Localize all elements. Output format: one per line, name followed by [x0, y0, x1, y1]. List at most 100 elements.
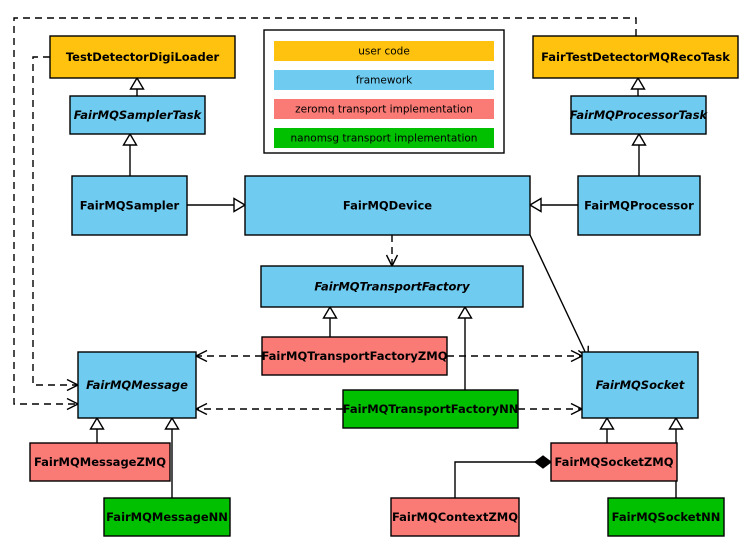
class-name-label: FairMQTransportFactoryZMQ [261, 349, 447, 363]
edge-line [529, 234, 589, 359]
class-name-label: FairMQMessageNN [106, 510, 228, 524]
class-name-label: FairMQDevice [343, 199, 432, 213]
inheritance-arrowhead [528, 197, 542, 213]
edge-inherit-sampler-to-samplertask [122, 132, 138, 176]
class-name-label: FairMQSamplerTask [74, 108, 203, 122]
legend-item-3: nanomsg transport implementation [274, 128, 494, 148]
class-name-label: FairMQProcessorTask [570, 108, 709, 122]
edge-inherit-processor-to-processortask [631, 132, 647, 176]
class-node-fairmqsocket[interactable]: FairMQSocket [581, 351, 699, 419]
class-box[interactable] [77, 351, 197, 419]
class-box[interactable] [103, 497, 231, 537]
class-node-fairmqprocessortask[interactable]: FairMQProcessorTask [570, 95, 709, 135]
class-box[interactable] [49, 35, 236, 79]
edge-inherit-messagenn-to-message [164, 416, 180, 498]
class-box[interactable] [607, 497, 725, 537]
edge-compose-socketzmq-to-contextzmq [454, 455, 552, 498]
legend-item-1: framework [274, 70, 494, 90]
inheritance-arrowhead [599, 416, 615, 430]
class-node-fairmqdevice[interactable]: FairMQDevice [244, 175, 531, 236]
class-node-fairmqtransportfactory[interactable]: FairMQTransportFactory [260, 265, 524, 308]
legend-label: framework [356, 75, 413, 87]
color-legend: user code framework zeromq transport imple… [263, 29, 505, 154]
class-box[interactable] [244, 175, 531, 236]
inheritance-arrowhead [630, 76, 646, 90]
class-node-fairmqmessagezmq[interactable]: FairMQMessageZMQ [29, 442, 171, 482]
legend-swatch [274, 99, 494, 119]
class-node-fairmqsampler[interactable]: FairMQSampler [71, 175, 188, 236]
edge-assoc-device-to-socket [529, 234, 589, 360]
class-box[interactable] [260, 265, 524, 308]
class-box[interactable] [581, 351, 699, 419]
class-node-fairmqsamplertask[interactable]: FairMQSamplerTask [69, 95, 206, 135]
legend-swatch [274, 128, 494, 148]
class-node-fairmqcontextzmq[interactable]: FairMQContextZMQ [390, 497, 520, 537]
class-node-fairmqsocketzmq[interactable]: FairMQSocketZMQ [550, 442, 678, 482]
class-name-label: TestDetectorDigiLoader [66, 50, 220, 64]
class-name-label: FairMQSocketZMQ [555, 455, 674, 469]
class-node-fairmqtransportfactorynn[interactable]: FairMQTransportFactoryNN [342, 389, 519, 429]
class-box[interactable] [577, 175, 701, 236]
class-node-fairmqmessagenn[interactable]: FairMQMessageNN [103, 497, 231, 537]
legend-swatch [274, 70, 494, 90]
class-node-fairtestdetectormqrecotask[interactable]: FairTestDetectorMQRecoTask [532, 35, 739, 79]
class-name-label: FairMQTransportFactory [314, 280, 470, 294]
class-box[interactable] [550, 442, 678, 482]
edge-depend-transportfactorynn-to-message [194, 402, 343, 416]
class-box[interactable] [69, 95, 206, 135]
class-name-label: FairMQMessage [86, 378, 188, 392]
legend-label: nanomsg transport implementation [291, 133, 478, 145]
edge-inherit-samplertask-to-digiloader [129, 76, 145, 96]
class-box[interactable] [570, 95, 707, 135]
class-name-label: FairMQSocketNN [612, 510, 721, 524]
class-box[interactable] [71, 175, 188, 236]
edge-inherit-socketzmq-to-socket [599, 416, 615, 443]
inheritance-arrowhead [668, 416, 684, 430]
class-name-label: FairTestDetectorMQRecoTask [541, 50, 730, 64]
edge-depend-device-to-transportfactory [385, 235, 399, 268]
class-box[interactable] [342, 389, 519, 429]
edge-inherit-processor-to-device [528, 197, 578, 213]
edge-line [13, 17, 637, 405]
edge-line [32, 56, 78, 386]
legend-swatch [274, 41, 494, 61]
legend-label: zeromq transport implementation [295, 104, 473, 116]
class-name-label: FairMQSampler [80, 199, 180, 213]
inheritance-arrowhead [322, 305, 338, 319]
inheritance-arrowhead [457, 305, 473, 319]
edge-inherit-transportfactoryzmq-to-transportfactory [322, 305, 338, 337]
class-box[interactable] [532, 35, 739, 79]
class-box[interactable] [261, 336, 448, 376]
edge-depend-transportfactoryzmq-to-socket [447, 349, 584, 363]
legend-item-0: user code [274, 41, 494, 61]
class-box[interactable] [29, 442, 171, 482]
class-name-label: FairMQSocket [596, 378, 685, 392]
class-node-fairmqtransportfactoryzmq[interactable]: FairMQTransportFactoryZMQ [261, 336, 448, 376]
edge-depend-transportfactoryzmq-to-message [194, 349, 262, 363]
class-name-label: FairMQProcessor [584, 199, 694, 213]
inheritance-arrowhead [89, 416, 105, 430]
inheritance-arrowhead [631, 132, 647, 146]
inheritance-arrowhead [129, 76, 145, 90]
nodes-layer: TestDetectorDigiLoader FairTestDetectorMQ… [29, 35, 739, 537]
inheritance-arrowhead [164, 416, 180, 430]
class-node-fairmqsocketnn[interactable]: FairMQSocketNN [607, 497, 725, 537]
edge-inherit-messagezmq-to-message [89, 416, 105, 443]
inheritance-arrowhead [122, 132, 138, 146]
legend-item-2: zeromq transport implementation [274, 99, 494, 119]
class-name-label: FairMQTransportFactoryNN [343, 402, 519, 416]
class-node-fairmqprocessor[interactable]: FairMQProcessor [577, 175, 701, 236]
class-box[interactable] [390, 497, 520, 537]
class-node-fairmqmessage[interactable]: FairMQMessage [77, 351, 197, 419]
class-name-label: FairMQContextZMQ [392, 510, 518, 524]
legend-label: user code [358, 46, 410, 58]
inheritance-arrowhead [233, 197, 247, 213]
edge-inherit-processortask-to-recotask [630, 76, 646, 96]
composition-diamond [534, 455, 552, 469]
class-node-testdetectordigiloader[interactable]: TestDetectorDigiLoader [49, 35, 236, 79]
edge-line [454, 461, 551, 498]
edge-inherit-sampler-to-device [187, 197, 247, 213]
edge-inherit-transportfactorynn-to-transportfactory [457, 305, 473, 390]
